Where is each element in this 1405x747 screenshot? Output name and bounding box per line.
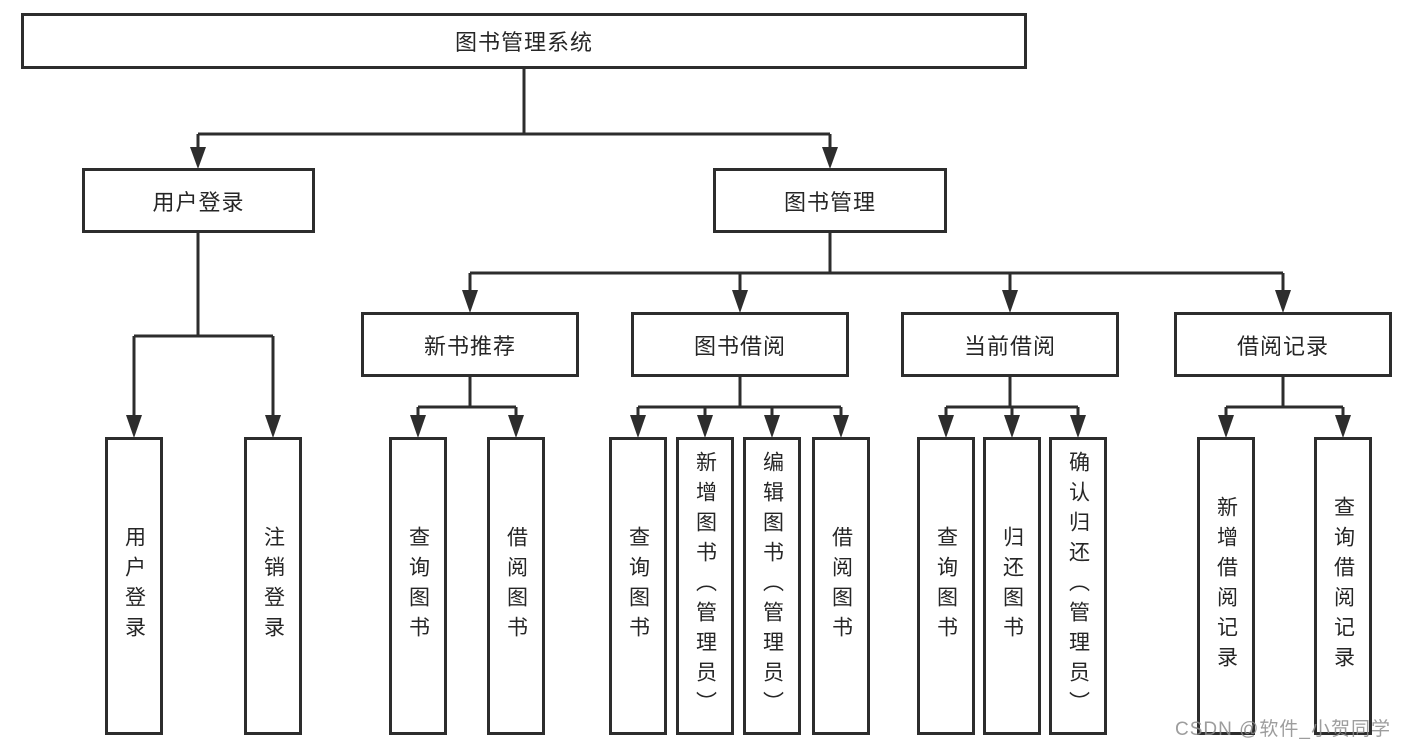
node-borrowing-borrow-books: 借阅图书 xyxy=(812,437,870,735)
node-label: 借阅记录 xyxy=(1236,333,1329,359)
node-label: 新书推荐 xyxy=(423,333,516,359)
node-current-query-books: 查询图书 xyxy=(917,437,975,735)
node-label: 当前借阅 xyxy=(963,333,1056,359)
node-label: 归还图书 xyxy=(1000,526,1024,646)
node-borrowing-records: 借阅记录 xyxy=(1174,312,1392,377)
node-label: 查询图书 xyxy=(406,526,430,646)
node-label: 图书管理系统 xyxy=(454,30,593,55)
node-label: 查询图书 xyxy=(626,526,650,646)
node-leaf-logout: 注销登录 xyxy=(244,437,302,735)
node-current-confirm-return-admin: 确认归还（管理员） xyxy=(1049,437,1107,735)
node-label: 编辑图书（管理员） xyxy=(760,451,784,721)
node-label: 新增图书（管理员） xyxy=(693,451,717,721)
node-book-management: 图书管理 xyxy=(713,168,947,233)
connector-current-borrowing-to-leaves xyxy=(938,377,1086,438)
node-current-return-books: 归还图书 xyxy=(983,437,1041,735)
connector-user-login-to-leaves xyxy=(126,233,281,438)
node-book-borrowing: 图书借阅 xyxy=(631,312,849,377)
connector-book-management-to-level3 xyxy=(462,233,1291,313)
node-recommend-borrow-books: 借阅图书 xyxy=(487,437,545,735)
connector-root-to-level2 xyxy=(190,69,838,169)
connector-book-borrowing-to-leaves xyxy=(630,377,849,438)
csdn-watermark: CSDN @软件_小贺同学 xyxy=(1175,719,1391,740)
node-label: 借阅图书 xyxy=(829,526,853,646)
node-borrowing-add-books-admin: 新增图书（管理员） xyxy=(676,437,734,735)
node-label: 注销登录 xyxy=(261,526,285,646)
connector-new-book-recommend-to-leaves xyxy=(410,377,524,438)
node-label: 用户登录 xyxy=(152,189,245,215)
node-current-borrowing: 当前借阅 xyxy=(901,312,1119,377)
node-new-book-recommend: 新书推荐 xyxy=(361,312,579,377)
node-label: 新增借阅记录 xyxy=(1214,496,1238,676)
connector-borrowing-records-to-leaves xyxy=(1218,377,1351,438)
node-label: 查询图书 xyxy=(934,526,958,646)
node-library-management-system: 图书管理系统 xyxy=(21,13,1027,69)
node-label: 确认归还（管理员） xyxy=(1066,451,1090,721)
node-borrowing-edit-books-admin: 编辑图书（管理员） xyxy=(743,437,801,735)
node-borrowing-query-books: 查询图书 xyxy=(609,437,667,735)
node-label: 图书管理 xyxy=(783,189,876,215)
node-label: 用户登录 xyxy=(122,526,146,646)
node-records-query-borrow-record: 查询借阅记录 xyxy=(1314,437,1372,735)
node-recommend-query-books: 查询图书 xyxy=(389,437,447,735)
node-leaf-user-login: 用户登录 xyxy=(105,437,163,735)
node-label: 图书借阅 xyxy=(693,333,786,359)
node-label: 借阅图书 xyxy=(504,526,528,646)
node-records-add-borrow-record: 新增借阅记录 xyxy=(1197,437,1255,735)
node-label: 查询借阅记录 xyxy=(1331,496,1355,676)
node-user-login: 用户登录 xyxy=(82,168,315,233)
